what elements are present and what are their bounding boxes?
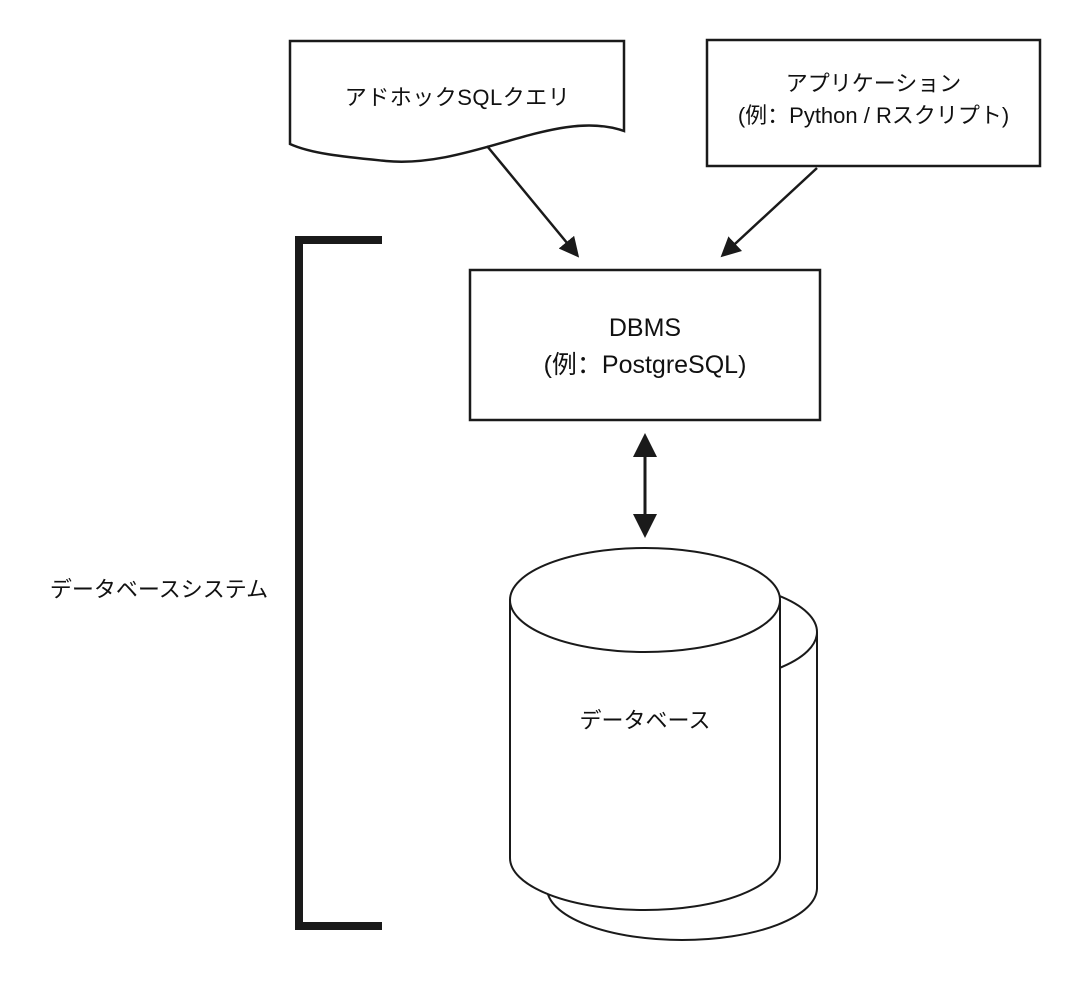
database-label: データベース — [579, 708, 711, 733]
database-cylinder — [509, 547, 781, 911]
application-label: アプリケーション (例：Python / Rスクリプト) — [707, 68, 1040, 132]
application-box-shape — [705, 38, 1042, 168]
system-bracket-shape — [295, 236, 382, 930]
adhoc-query-label: アドホックSQLクエリ — [344, 85, 571, 110]
dbms-label: DBMS (例：PostgreSQL) — [470, 310, 820, 384]
adhoc-query-shape — [288, 39, 626, 163]
application-label-line2: (例：Python / Rスクリプト) — [737, 103, 1010, 128]
dbms-label-line2: (例：PostgreSQL) — [543, 351, 747, 379]
database-system-label: データベースシステム — [49, 577, 269, 602]
dbms-box-shape — [468, 268, 822, 422]
arrow-application-to-dbms — [720, 167, 818, 258]
application-label-line1: アプリケーション — [785, 71, 962, 96]
arrow-adhoc-to-dbms — [486, 145, 580, 258]
dbms-label-line1: DBMS — [608, 314, 682, 342]
